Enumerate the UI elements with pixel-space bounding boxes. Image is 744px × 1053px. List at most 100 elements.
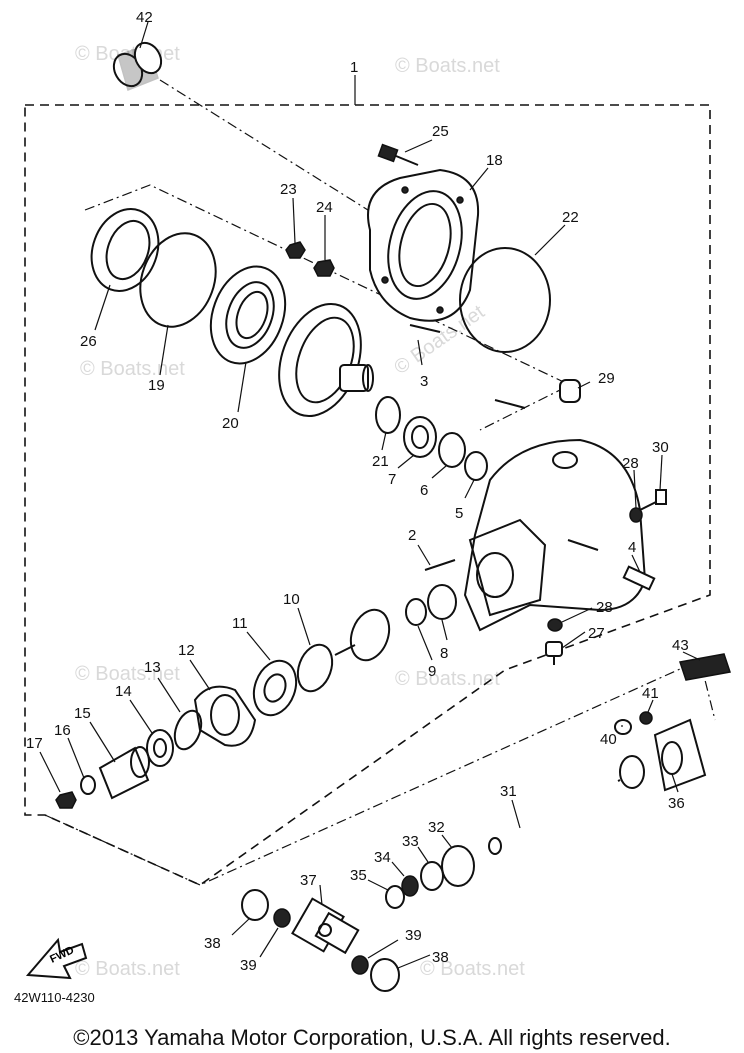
part-4-pin	[622, 565, 656, 591]
part-23-washer	[285, 241, 306, 259]
part-24-nut	[313, 259, 335, 277]
part-14-oil-seal	[146, 729, 174, 767]
callout-39: 39	[240, 957, 257, 974]
callout-22: 22	[562, 209, 579, 226]
callout-40: 40	[600, 731, 617, 748]
part-28-gasket	[547, 618, 563, 632]
callout-23: 23	[280, 181, 297, 198]
part-35-circlip	[385, 885, 405, 909]
callout-29: 29	[598, 370, 615, 387]
part-7-bearing	[403, 416, 437, 458]
callout-3: 3	[420, 373, 428, 390]
part-42-bushing	[112, 41, 401, 231]
callout-14: 14	[115, 683, 132, 700]
part-43-label	[679, 653, 731, 681]
part-39-circlip	[273, 908, 291, 928]
callout-13: 13	[144, 659, 161, 676]
callout-36: 36	[668, 795, 685, 812]
watermark: © Boats.net	[395, 668, 500, 690]
ring-gear	[278, 302, 374, 418]
callout-10: 10	[283, 591, 300, 608]
part-8-bearing	[427, 584, 457, 620]
part-20-bearing	[209, 265, 287, 365]
callout-21: 21	[372, 453, 389, 470]
callout-43: 43	[672, 637, 689, 654]
callout-38: 38	[432, 949, 449, 966]
part-27-drain-plug	[545, 641, 563, 665]
callout-20: 20	[222, 415, 239, 432]
part-34-washer	[401, 875, 419, 897]
forward-arrow-icon: FWD	[25, 937, 88, 980]
watermark: © Boats.net	[75, 663, 180, 685]
part-5-seal	[464, 451, 488, 481]
part-31-drive-shaft	[488, 755, 645, 855]
callout-34: 34	[374, 849, 391, 866]
part-12-retainer	[193, 685, 257, 747]
part-19-o-ring	[139, 232, 217, 328]
part-32-bearing	[441, 845, 475, 887]
callout-11: 11	[232, 615, 248, 632]
part-18-cover	[367, 168, 480, 322]
pinion-gear	[334, 608, 391, 662]
part-33-o-ring	[420, 861, 444, 891]
part-37-universal-joint	[291, 897, 360, 955]
part-29-cap	[559, 379, 581, 403]
callout-8: 8	[440, 645, 448, 662]
part-38-bearing-cap	[370, 958, 400, 992]
callout-24: 24	[316, 199, 333, 216]
part-10-o-ring	[296, 643, 334, 693]
callout-26: 26	[80, 333, 97, 350]
part-21-shim	[375, 396, 401, 434]
part-26-oil-seal	[90, 208, 160, 292]
callout-37: 37	[300, 872, 317, 889]
watermark: © Boats.net	[80, 358, 185, 380]
part-36-boot	[653, 718, 707, 792]
callout-12: 12	[178, 642, 195, 659]
callout-39: 39	[405, 927, 422, 944]
callout-25: 25	[432, 123, 449, 140]
callout-41: 41	[642, 685, 659, 702]
part-39-circlip	[351, 955, 369, 975]
callout-35: 35	[350, 867, 367, 884]
part-3-stud	[409, 324, 441, 333]
callout-9: 9	[428, 663, 436, 680]
leader-lines	[39, 21, 701, 969]
gear-housing	[463, 438, 647, 632]
callout-4: 4	[628, 539, 636, 556]
watermark: © Boats.net	[420, 958, 525, 980]
copyright-notice: ©2013 Yamaha Motor Corporation, U.S.A. A…	[73, 1025, 671, 1050]
part-40-nut	[614, 719, 632, 735]
callout-labels: 1 2 3 4 5 6 7 8 9 10 11 12 13 14 15 16 1…	[26, 9, 689, 974]
part-2-stud	[424, 559, 456, 571]
part-22-o-ring	[459, 247, 551, 353]
part-17-nut	[55, 791, 77, 809]
callout-18: 18	[486, 152, 503, 169]
part-3-stud	[494, 399, 526, 409]
callout-28: 28	[596, 599, 613, 616]
part-38-bearing-cap	[241, 889, 269, 921]
callout-28: 28	[622, 455, 639, 472]
exploded-parts-diagram: © Boats.net © Boats.net © Boats.net © Bo…	[24, 9, 731, 992]
callout-27: 27	[588, 625, 605, 642]
callout-1: 1	[350, 59, 358, 76]
part-28-gasket	[629, 507, 643, 523]
part-9-shim	[405, 598, 427, 626]
callout-32: 32	[428, 819, 445, 836]
part-16-washer	[80, 775, 96, 795]
watermark: © Boats.net	[75, 958, 180, 980]
part-11-bearing	[252, 659, 298, 717]
part-6-washer	[438, 432, 466, 468]
callout-33: 33	[402, 833, 419, 850]
part-13-o-ring	[173, 709, 203, 751]
figure-code: 42W110-4230	[14, 990, 95, 1005]
callout-30: 30	[652, 439, 669, 456]
callout-19: 19	[148, 377, 165, 394]
part-15-coupling	[98, 746, 150, 800]
callout-15: 15	[74, 705, 91, 722]
callout-5: 5	[455, 505, 463, 522]
part-25-bolt	[377, 143, 419, 166]
callout-38: 38	[204, 935, 221, 952]
callout-31: 31	[500, 783, 517, 800]
callout-6: 6	[420, 482, 428, 499]
callout-17: 17	[26, 735, 43, 752]
